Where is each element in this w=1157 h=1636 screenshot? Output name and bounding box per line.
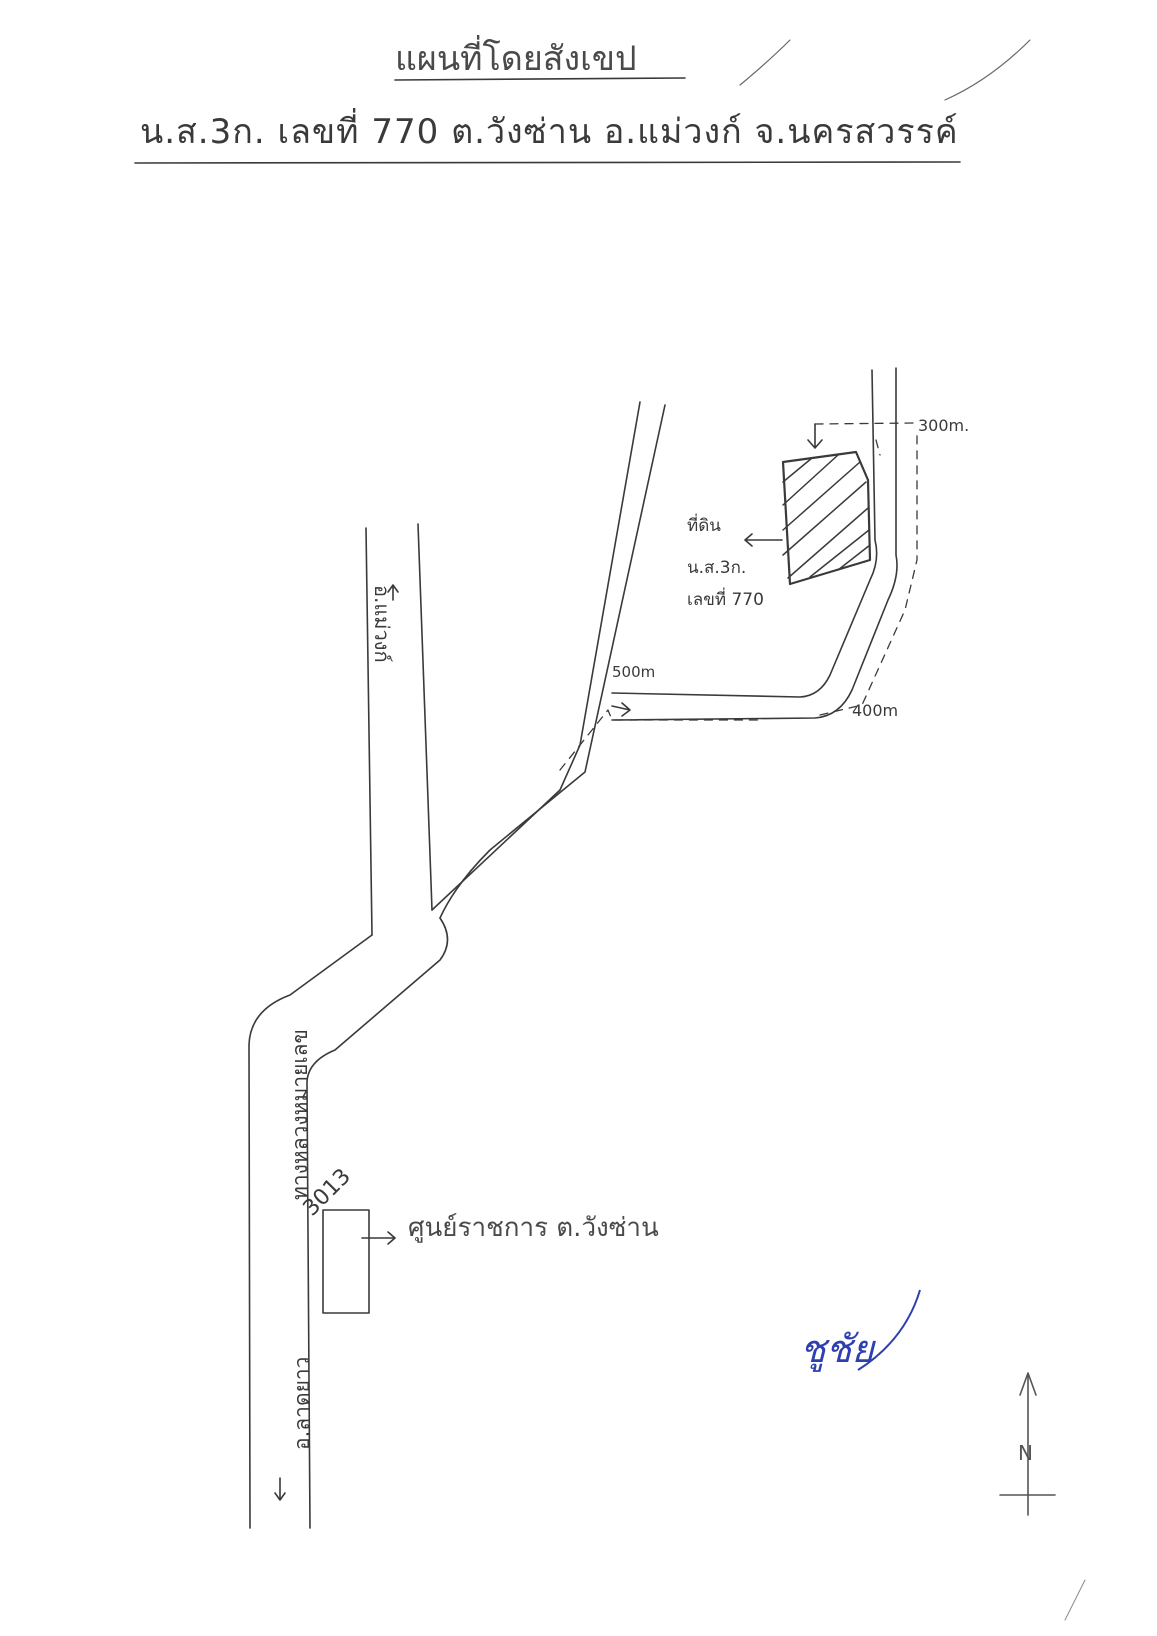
top-arrow [807, 423, 823, 449]
north-road-right-edge [417, 523, 433, 911]
distance-label-upper: 300m. [918, 416, 970, 435]
pencil-scribble [1064, 1579, 1086, 1621]
subtitle-underline [134, 161, 961, 164]
map-subtitle: น.ส.3ก. เลขที่ 770 ต.วังซ่าน อ.แม่วงก์ จ… [140, 112, 959, 152]
route-dashed-vert [875, 439, 881, 456]
distance-label-middle: 500m [612, 663, 656, 681]
junction-arrow [611, 702, 631, 717]
highway-left-edge [248, 934, 373, 1529]
route-dashed-top [814, 422, 917, 425]
ne-road-left-edge [431, 401, 641, 911]
south-road-label: อ.ลาดยาว [290, 1356, 314, 1450]
parcel-pointer-arrow [744, 533, 783, 547]
parcel-label-line1: ที่ดิน [687, 516, 721, 536]
landmark-building [322, 1209, 370, 1314]
north-road-left-edge [365, 527, 373, 936]
north-road-arrow [387, 584, 399, 601]
route-dashed-main [559, 709, 761, 771]
parcel-outline [781, 450, 872, 586]
highway-right-edge [306, 917, 449, 1529]
pencil-scribble [944, 39, 1031, 101]
ne-road-right-edge [439, 404, 666, 919]
title-underline [394, 77, 686, 81]
parcel-hatch [782, 454, 871, 579]
route-dashed-east [819, 429, 918, 716]
parcel-label-line3: เลขที่ 770 [687, 590, 764, 610]
landmark-pointer-arrow [361, 1231, 396, 1245]
east-road-top-edge [611, 369, 878, 698]
signature: ชูชัย [800, 1327, 874, 1371]
signature-flourish [857, 1289, 921, 1371]
highway-name-label: ทางหลวงหมายเลข [288, 1029, 312, 1200]
map-title: แผนที่โดยสังเขป [395, 39, 637, 79]
distance-label-lower: 400m [852, 701, 899, 720]
north-road-label: อ.แม่วงก์ [370, 585, 394, 663]
parcel-label-line2: น.ส.3ก. [687, 558, 747, 578]
pencil-scribble [739, 39, 791, 86]
landmark-label: ศูนย์ราชการ ต.วังซ่าน [408, 1213, 659, 1243]
south-road-arrow [274, 1477, 286, 1501]
north-arrow-head [1019, 1372, 1037, 1396]
east-road-bottom-edge [611, 367, 898, 721]
north-label: N [1018, 1441, 1033, 1465]
